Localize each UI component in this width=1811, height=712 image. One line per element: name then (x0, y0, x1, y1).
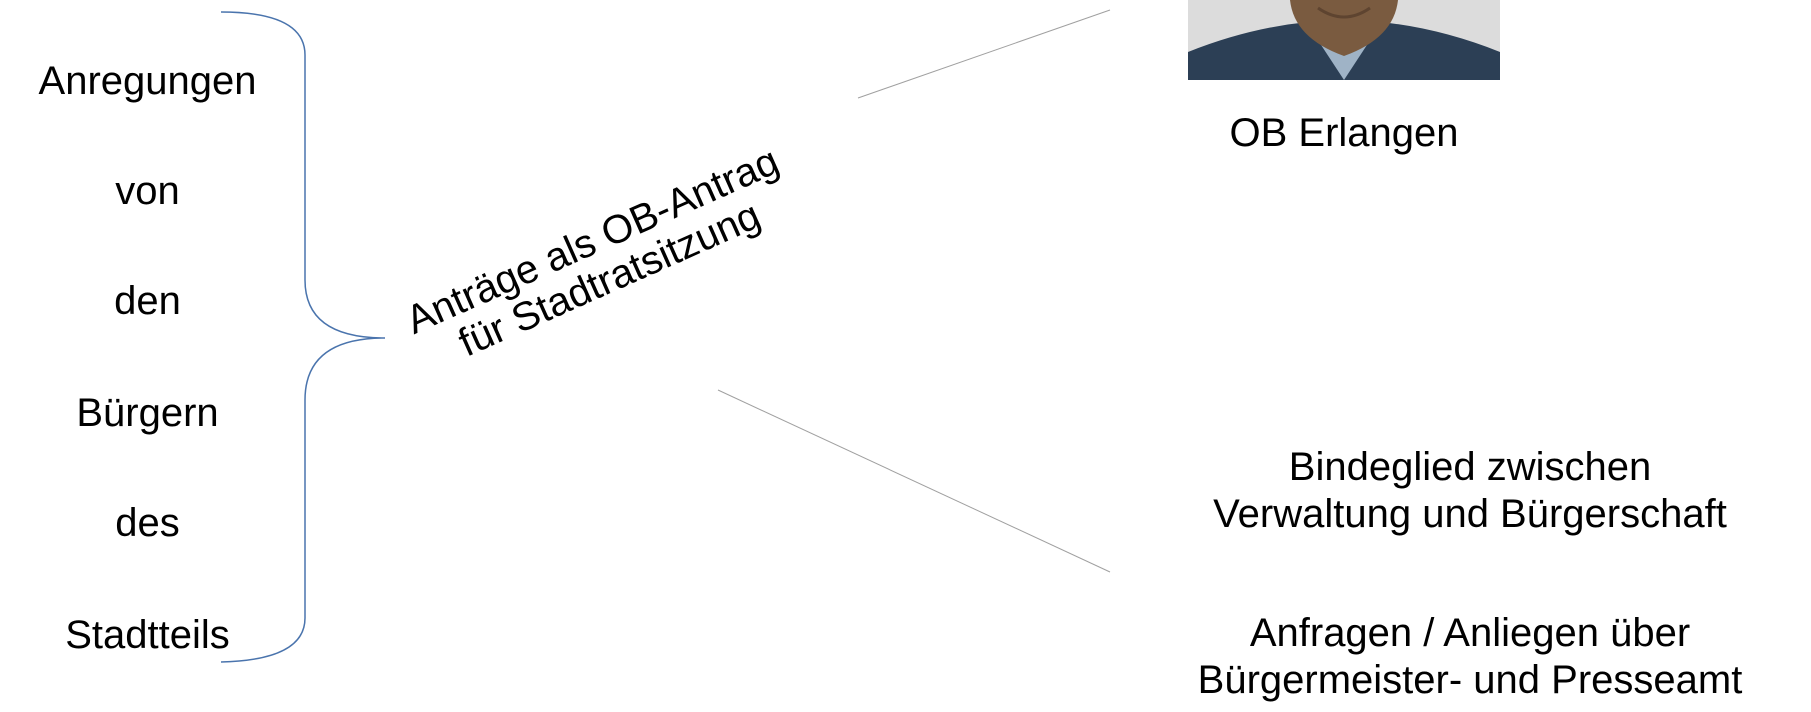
portrait-illustration (1188, 0, 1500, 80)
left-word-buergern: Bürgern (76, 391, 219, 435)
info-block-anfragen-line2: Bürgermeister- und Presseamt (1197, 658, 1743, 702)
left-word-stadtteils: Stadtteils (65, 613, 230, 657)
left-word-den: den (114, 279, 181, 323)
info-block-bindeglied-line1: Bindeglied zwischen (1288, 445, 1652, 489)
connector-line-top (857, 9, 1111, 99)
portrait-photo (1188, 0, 1500, 80)
left-word-des: des (115, 501, 180, 545)
left-word-anregungen: Anregungen (38, 59, 257, 103)
connector-line-bottom (717, 389, 1111, 573)
info-block-anfragen: Anfragen / Anliegen über Bürgermeister- … (1130, 610, 1810, 704)
info-block-bindeglied-line2: Verwaltung und Bürgerschaft (1213, 492, 1727, 536)
photo-caption: OB Erlangen (1229, 111, 1459, 155)
curly-brace (220, 11, 386, 663)
info-block-anfragen-line1: Anfragen / Anliegen über (1249, 611, 1691, 655)
left-word-von: von (115, 169, 180, 213)
info-block-bindeglied: Bindeglied zwischen Verwaltung und Bürge… (1130, 444, 1810, 538)
